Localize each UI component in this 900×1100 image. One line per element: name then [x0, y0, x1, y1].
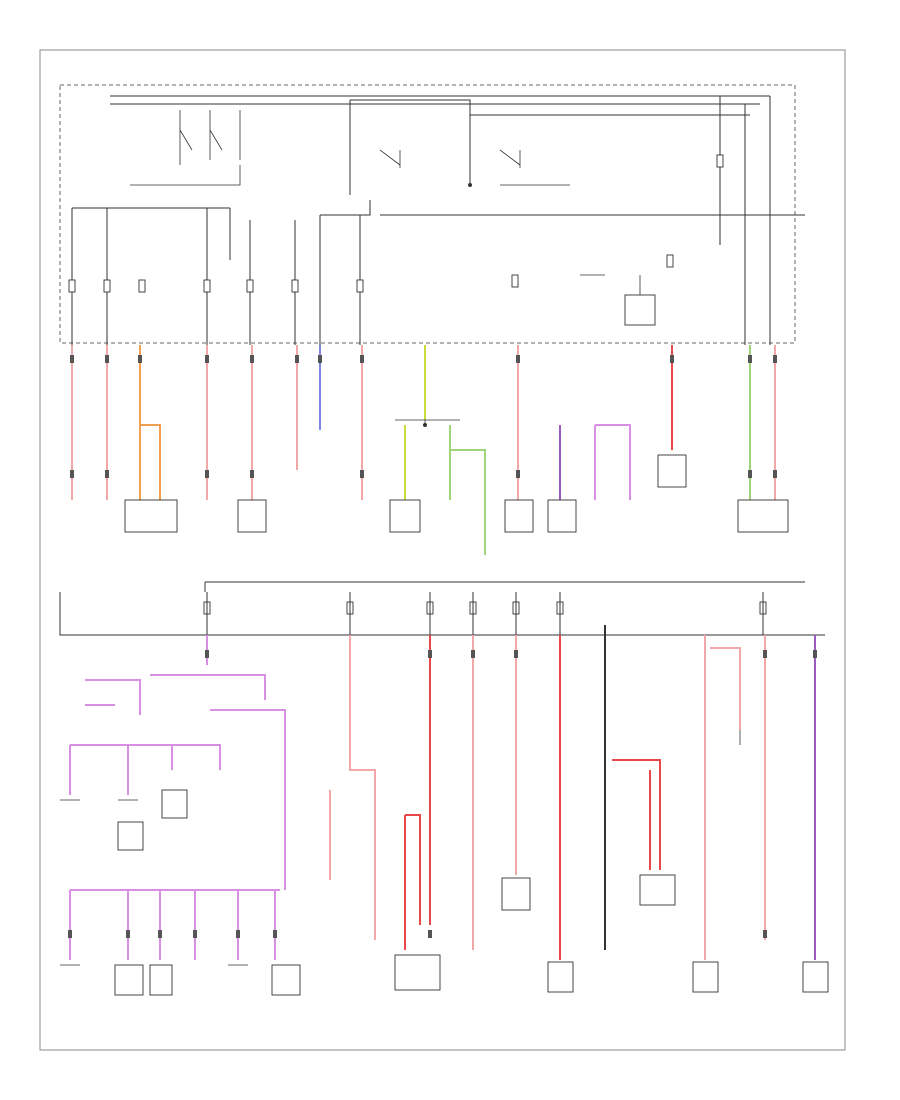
lower-left-boxes — [114, 964, 301, 996]
vertical-feeds — [71, 96, 771, 345]
component-box — [639, 874, 676, 906]
lower-bus-line — [59, 581, 825, 636]
wire-violet — [85, 635, 286, 890]
component-box — [237, 499, 267, 533]
connector-pin-icon — [68, 355, 817, 938]
component-box — [504, 499, 534, 533]
connector-pin-icon — [423, 423, 427, 427]
lower-left-lighting — [60, 635, 301, 996]
relay-module — [624, 294, 656, 326]
lower-fuse-bus — [59, 581, 825, 636]
lower-right-boxes — [394, 874, 829, 993]
component-box — [389, 499, 421, 533]
upper-fuse-box-outline — [59, 84, 796, 344]
component-box — [394, 954, 441, 991]
fuse-drops — [206, 592, 764, 635]
mid-bus-line — [72, 200, 805, 345]
component-box — [547, 961, 574, 993]
wire-red — [404, 635, 431, 950]
relay-switch-icon — [130, 110, 570, 186]
component-box — [117, 821, 144, 851]
wire-violet — [594, 424, 631, 500]
component-box — [501, 877, 531, 911]
component-box — [657, 454, 687, 488]
wire-violet — [69, 744, 221, 795]
component-box — [547, 499, 577, 533]
component-box — [161, 789, 188, 819]
upper-fuse-box — [59, 84, 805, 345]
wire-pink — [704, 635, 741, 960]
component-box — [271, 964, 301, 996]
wire-red — [612, 759, 661, 870]
diagram-frame — [39, 49, 846, 1051]
wire-pink — [349, 635, 376, 940]
connector-pin-icon — [468, 183, 472, 187]
wire-green — [449, 425, 486, 555]
component-box — [114, 964, 144, 996]
lower-right-runs — [329, 625, 816, 960]
fuse-icon — [68, 154, 724, 293]
component-box — [802, 961, 829, 993]
fuse-icon — [203, 601, 767, 615]
ground-icon — [60, 799, 248, 966]
module-lead — [580, 274, 641, 295]
splice-lines — [395, 419, 460, 425]
wire-orange — [139, 345, 161, 500]
wire-violet — [69, 889, 280, 960]
component-box — [149, 964, 173, 996]
component-box — [737, 499, 789, 533]
component-box — [692, 961, 719, 993]
upper-components — [124, 454, 789, 533]
top-bus-line — [110, 95, 770, 195]
component-box — [124, 499, 178, 533]
